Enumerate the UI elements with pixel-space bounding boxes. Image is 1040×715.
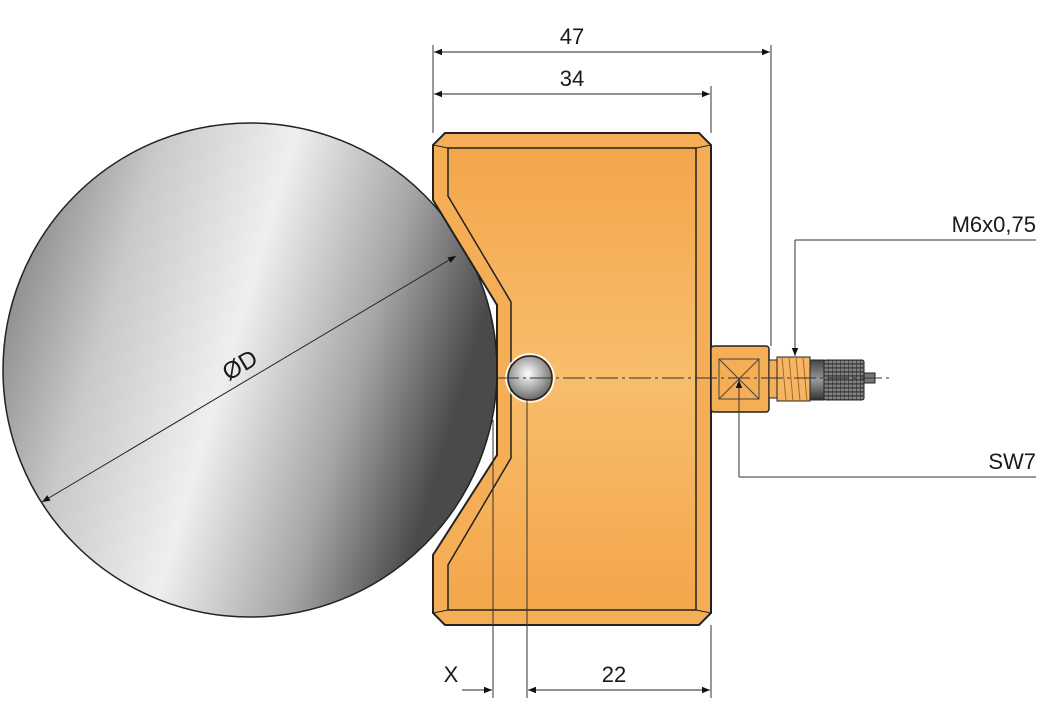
extension-lines (432, 45, 1036, 698)
stem (710, 345, 876, 413)
dim-label-x: X (444, 662, 459, 687)
knurl (823, 359, 865, 401)
wrench-size-label: SW7 (988, 449, 1036, 474)
thread-label: M6x0,75 (952, 212, 1036, 237)
dim-label-22: 22 (602, 662, 626, 687)
v-block-body (432, 132, 712, 626)
dim-label-34: 34 (560, 66, 584, 91)
dim-line-diameter (41, 255, 457, 503)
dim-label-47: 47 (560, 24, 584, 49)
